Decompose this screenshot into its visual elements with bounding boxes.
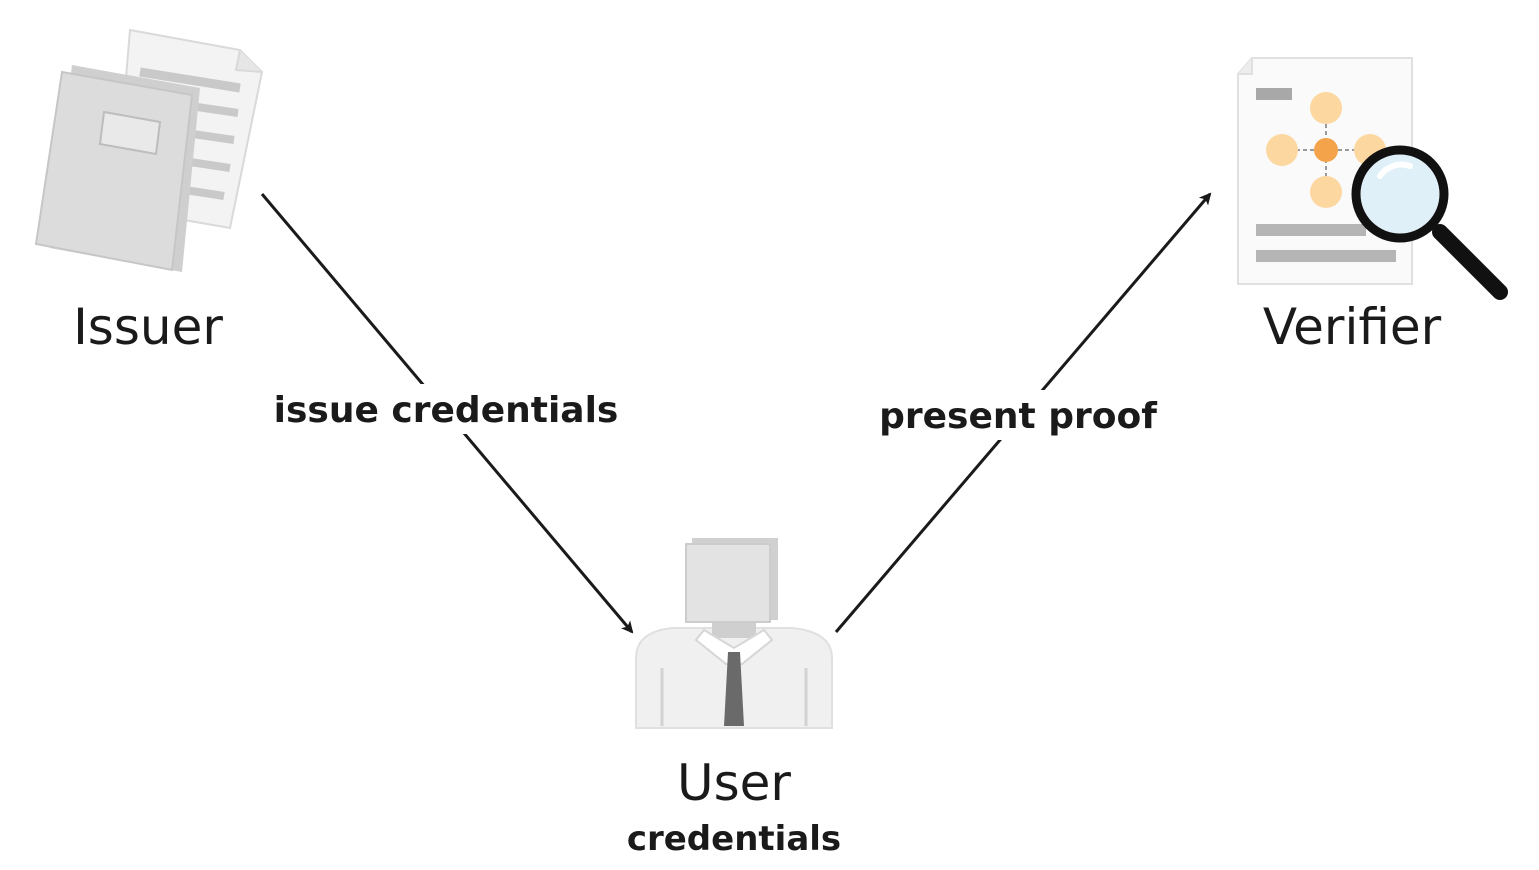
- verifier-label: Verifier: [1263, 298, 1442, 356]
- user-label: User: [677, 754, 791, 812]
- document-folder-icon: [34, 28, 264, 272]
- user-person-icon: [635, 538, 833, 729]
- document-magnifier-icon: [1237, 57, 1508, 300]
- issuer-label: Issuer: [73, 298, 223, 356]
- present-proof-label: present proof: [879, 396, 1157, 437]
- issue-credentials-label: issue credentials: [274, 390, 619, 431]
- user-credentials-label: credentials: [627, 819, 841, 859]
